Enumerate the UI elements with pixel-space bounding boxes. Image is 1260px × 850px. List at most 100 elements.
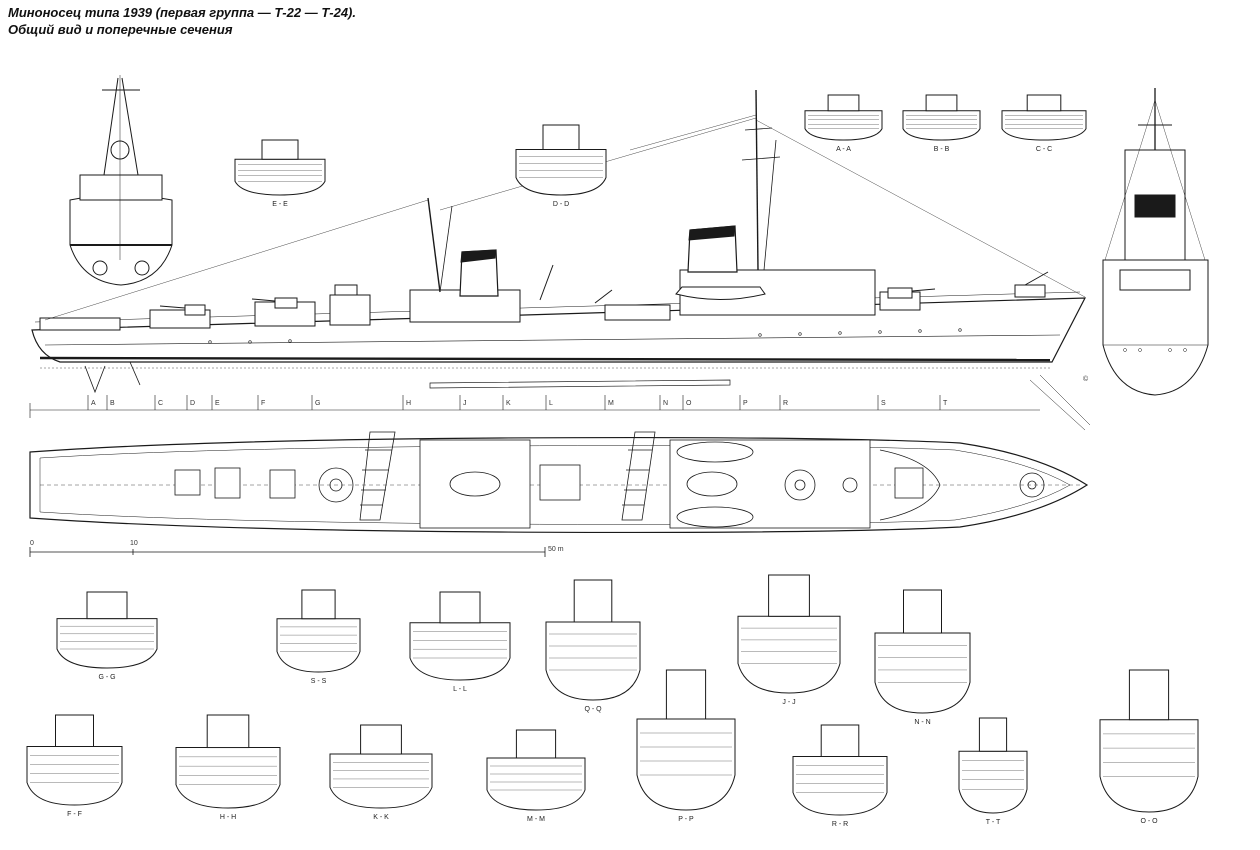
section-superstructure-cc xyxy=(1026,94,1062,112)
section-label-oo: O - O xyxy=(1140,818,1158,825)
section-ss: S - S xyxy=(276,589,361,685)
section-hull-dd xyxy=(515,149,607,196)
section-bb: B - B xyxy=(902,94,981,153)
frame-letter-P: P xyxy=(743,400,748,407)
section-dd: D - D xyxy=(515,124,607,208)
section-ll: L - L xyxy=(409,591,511,693)
section-label-tt: T - T xyxy=(986,819,1001,826)
section-superstructure-mm xyxy=(515,729,557,759)
section-label-bb: B - B xyxy=(934,146,950,153)
section-superstructure-jj xyxy=(768,574,810,617)
frame-letter-C: C xyxy=(158,400,163,407)
section-label-pp: P - P xyxy=(678,816,694,823)
section-hull-hh xyxy=(175,747,281,809)
section-hull-oo xyxy=(1099,719,1199,813)
section-superstructure-kk xyxy=(360,724,402,755)
title-block: Миноносец типа 1939 (первая группа — Т-2… xyxy=(8,4,356,38)
section-ff: F - F xyxy=(26,714,123,818)
section-superstructure-pp xyxy=(665,669,707,720)
section-gg: G - G xyxy=(56,591,158,681)
section-label-qq: Q - Q xyxy=(584,706,602,713)
section-superstructure-nn xyxy=(903,589,942,634)
section-label-nn: N - N xyxy=(914,719,930,726)
section-hull-ee xyxy=(234,158,326,196)
section-superstructure-hh xyxy=(206,714,250,749)
section-oo: O - O xyxy=(1099,669,1199,825)
section-hull-ff xyxy=(26,746,123,806)
plan-view: 0 10 50 m xyxy=(29,431,1089,557)
section-qq: Q - Q xyxy=(545,579,641,713)
scale-start: 0 xyxy=(30,540,34,547)
section-hull-pp xyxy=(636,718,736,811)
section-hull-tt xyxy=(958,750,1028,814)
section-label-cc: C - C xyxy=(1036,146,1052,153)
section-label-ee: E - E xyxy=(272,201,288,208)
frame-letter-O: O xyxy=(686,400,692,407)
section-label-rr: R - R xyxy=(832,821,848,828)
frame-letter-H: H xyxy=(406,400,411,407)
scale-mid: 10 xyxy=(130,540,138,547)
frame-letter-S: S xyxy=(881,400,886,407)
section-label-jj: J - J xyxy=(782,699,795,706)
frame-letter-E: E xyxy=(215,400,220,407)
section-superstructure-qq xyxy=(573,579,613,623)
section-hull-jj xyxy=(737,615,841,694)
title-line-2: Общий вид и поперечные сечения xyxy=(8,22,233,37)
section-hull-ll xyxy=(409,622,511,681)
section-label-ll: L - L xyxy=(453,686,467,693)
section-cc: C - C xyxy=(1001,94,1087,153)
frame-letter-G: G xyxy=(315,400,320,407)
frame-letter-J: J xyxy=(463,400,467,407)
frame-letter-R: R xyxy=(783,400,788,407)
frame-letter-K: K xyxy=(506,400,511,407)
title-line-1: Миноносец типа 1939 (первая группа — Т-2… xyxy=(8,5,356,20)
section-superstructure-ff xyxy=(55,714,94,747)
section-label-ff: F - F xyxy=(67,811,82,818)
section-tt: T - T xyxy=(958,717,1028,826)
section-hull-aa xyxy=(804,110,883,141)
scale-end: 50 m xyxy=(548,546,564,553)
section-hull-mm xyxy=(486,757,586,811)
frame-letter-A: A xyxy=(91,400,96,407)
section-hull-rr xyxy=(792,756,888,816)
section-superstructure-ll xyxy=(439,591,481,624)
section-kk: K - K xyxy=(329,724,433,821)
section-rr: R - R xyxy=(792,724,888,828)
section-jj: J - J xyxy=(737,574,841,706)
section-hull-cc xyxy=(1001,110,1087,141)
frame-letter-T: T xyxy=(943,400,948,407)
frame-letter-L: L xyxy=(549,400,553,407)
section-label-dd: D - D xyxy=(553,201,569,208)
section-mm: M - M xyxy=(486,729,586,823)
section-superstructure-ss xyxy=(301,589,336,620)
section-superstructure-aa xyxy=(827,94,860,112)
section-hh: H - H xyxy=(175,714,281,821)
section-hull-kk xyxy=(329,753,433,809)
section-label-gg: G - G xyxy=(98,674,115,681)
section-hull-ss xyxy=(276,618,361,673)
section-superstructure-dd xyxy=(542,124,580,150)
section-superstructure-gg xyxy=(86,591,128,620)
section-superstructure-bb xyxy=(925,94,958,112)
section-superstructure-ee xyxy=(261,139,299,160)
section-label-hh: H - H xyxy=(220,814,236,821)
section-superstructure-rr xyxy=(820,724,860,757)
section-aa: A - A xyxy=(804,94,883,153)
cross-sections: E - E D - D A - A B - B C - C G - G S - S L - L… xyxy=(26,94,1199,828)
frame-letter-B: B xyxy=(110,400,115,407)
section-label-ss: S - S xyxy=(311,678,327,685)
section-hull-nn xyxy=(874,632,971,714)
section-nn: N - N xyxy=(874,589,971,726)
section-hull-bb xyxy=(902,110,981,141)
section-hull-qq xyxy=(545,621,641,701)
section-ee: E - E xyxy=(234,139,326,208)
frame-letter-D: D xyxy=(190,400,195,407)
stern-view xyxy=(69,75,173,286)
frame-letter-M: M xyxy=(608,400,614,407)
section-hull-gg xyxy=(56,618,158,669)
section-label-mm: M - M xyxy=(527,816,545,823)
frame-letter-N: N xyxy=(663,400,668,407)
bow-view xyxy=(1102,88,1209,396)
